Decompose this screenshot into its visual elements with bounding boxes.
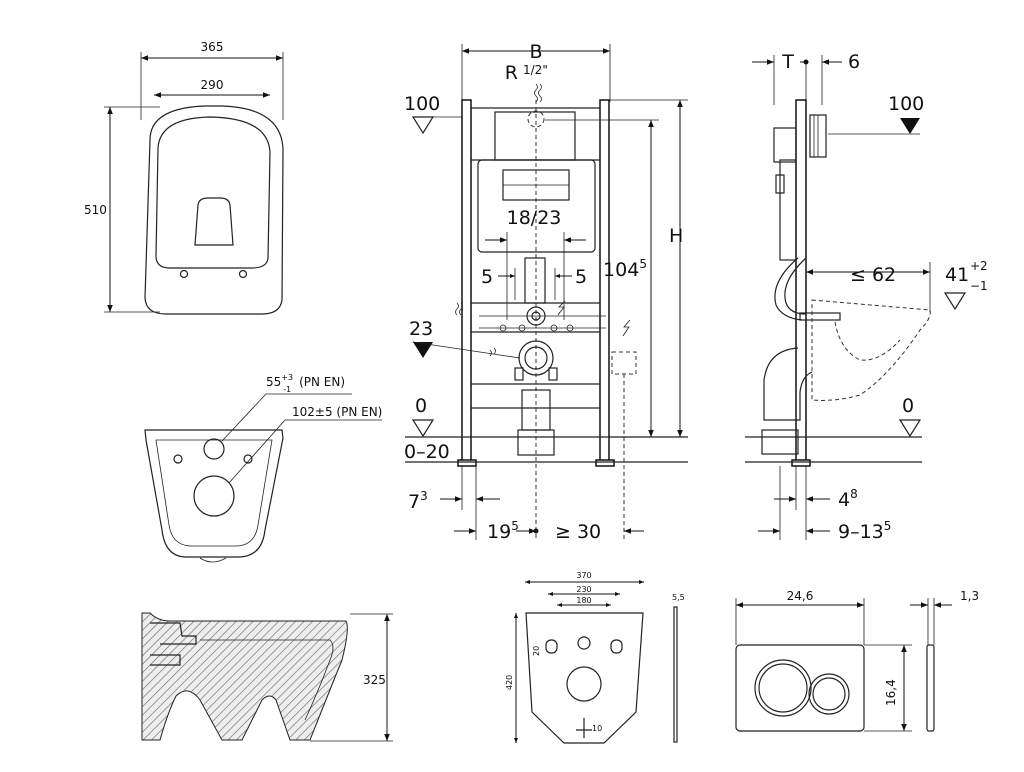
bowl-top-view: 365 290 510 (84, 40, 284, 315)
seat-hole-right (238, 269, 248, 279)
thread-fraction: 1/2" (523, 63, 548, 77)
drain-hole-small (203, 438, 225, 460)
bowl-back-view: 55+3-1(PN EN) 102±5 (PN EN) (144, 373, 382, 563)
dim-T: T (781, 51, 794, 73)
dim-73: 73 (408, 489, 428, 513)
dim-30: ≥ 30 (555, 521, 601, 543)
water-icon-left (455, 302, 459, 316)
electric-icon-box (622, 319, 631, 337)
level-marker-filled-100 (900, 118, 920, 134)
level-marker-filled-23 (413, 342, 433, 358)
bowl-drain-bowl (194, 197, 234, 246)
button-large-flush (754, 659, 812, 717)
dim-246: 24,6 (787, 589, 814, 603)
dim-365: 365 (201, 40, 224, 54)
mat-side-profile (673, 606, 678, 743)
seat-hole-left (179, 269, 189, 279)
mat-outline (525, 612, 644, 744)
dim-20: 20 (532, 646, 541, 656)
level-23: 23 (409, 318, 433, 340)
mat-hole-large (566, 666, 602, 702)
drain-elbow (517, 429, 555, 456)
dim-B: B (529, 41, 542, 63)
bowl-outline (144, 105, 284, 315)
dim-41: 41 (945, 264, 969, 286)
range-0-20: 0–20 (404, 441, 450, 463)
mount-hole-right (243, 454, 253, 464)
dim-290: 290 (201, 78, 224, 92)
bowl-back-outline (144, 429, 284, 558)
flush-connector (799, 312, 841, 321)
dim-325: 325 (363, 673, 386, 687)
dim-9-135: 9–135 (838, 519, 891, 543)
drain-connection (518, 340, 554, 376)
level-marker-open-top (411, 116, 435, 135)
water-icon-drain (489, 347, 496, 357)
level-100-right: 100 (888, 93, 924, 115)
electric-box (611, 351, 637, 375)
dim-62: ≤ 62 (850, 264, 896, 286)
dim-195: 195 (487, 519, 519, 543)
mat-cross-mark (576, 718, 592, 738)
level-100-left: 100 (404, 93, 440, 115)
drain-bend-side (763, 347, 813, 421)
dim-510: 510 (84, 203, 107, 217)
level-marker-open-41 (943, 292, 967, 311)
dim-spacing: 18/23 (507, 207, 562, 229)
tol-plus: +2 (970, 259, 988, 273)
button-plate (735, 644, 865, 732)
mount-hole-left (173, 454, 183, 464)
dim-1045: 1045 (603, 257, 647, 281)
flush-pipe (774, 257, 803, 321)
dim-420: 420 (505, 675, 514, 690)
dim-48: 48 (838, 487, 858, 511)
dim-164: 16,4 (884, 679, 898, 706)
frame-front-view: B R 1/2" 100 18/23 5 5 (404, 41, 688, 543)
dim-370: 370 (576, 571, 591, 580)
level-0-left: 0 (415, 395, 427, 417)
bowl-outline-dashed (811, 299, 931, 401)
thread-label: R (505, 62, 518, 84)
button-side-profile (926, 644, 935, 732)
dim-offset-right: 5 (575, 266, 587, 288)
dim-thickness-55: 5,5 (672, 593, 685, 602)
side-rail (795, 99, 807, 463)
bowl-inner-rim (155, 116, 271, 269)
mat-slot-right (610, 639, 623, 654)
label-drain-small: 55+3-1(PN EN) (266, 373, 345, 394)
mat-slot-left (545, 639, 558, 654)
dim-13: 1,3 (960, 589, 979, 603)
button-small-flush (808, 673, 850, 715)
dim-offset-left: 5 (481, 266, 493, 288)
dim-10: 10 (592, 724, 602, 733)
electric-icon-frame (557, 300, 566, 316)
frame-right-rail (599, 99, 610, 463)
cistern-side (779, 159, 797, 261)
dim-H: H (669, 225, 683, 247)
insulation-mat: 370 230 180 10 20 420 5,5 (505, 571, 685, 744)
bowl-section-hatched (141, 612, 348, 741)
dim-6: 6 (848, 51, 860, 73)
frame-left-rail (461, 99, 472, 463)
label-drain-large: 102±5 (PN EN) (292, 405, 382, 419)
dim-180: 180 (576, 596, 591, 605)
frame-side-view: T 6 100 ≤ 62 41 +2 −1 0 (745, 51, 988, 543)
level-0-right: 0 (902, 395, 914, 417)
tol-minus: −1 (970, 279, 988, 293)
flush-button: 24,6 16,4 1,3 (735, 589, 979, 732)
drain-hole-large (193, 475, 235, 517)
mat-hole-small (577, 636, 591, 650)
dim-230: 230 (576, 585, 591, 594)
cistern-valve (494, 111, 576, 161)
bowl-side-section: 325 (141, 612, 393, 742)
